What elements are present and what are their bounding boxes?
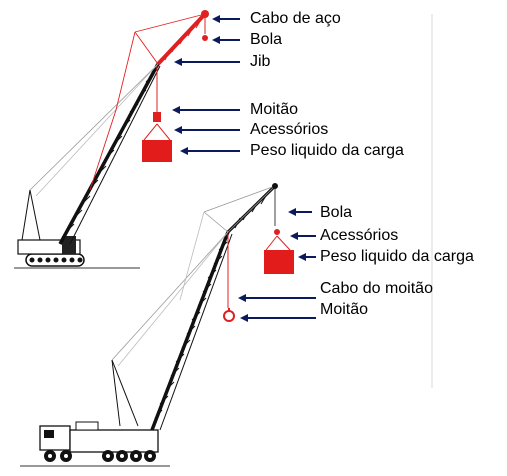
label-peso-liquido: Peso liquido da carga [250, 142, 404, 159]
label-moitao: Moitão [250, 101, 299, 118]
label-bola: Bola [250, 31, 283, 48]
truck-body [69, 429, 159, 453]
crawler-crane [14, 10, 209, 269]
arrow-acessorios-lower [290, 232, 316, 240]
label-acessorios: Acessórios [250, 121, 329, 138]
ball-hook [202, 35, 208, 41]
arrow-bola [212, 36, 240, 44]
label-jib: Jib [250, 53, 271, 70]
label-cabo-do-moitao: Cabo do moitão [320, 280, 433, 297]
ball-hook-lower [274, 229, 280, 235]
label-cabo-de-aco: Cabo de aço [250, 10, 341, 27]
truck-crane [20, 183, 294, 467]
arrow-jib [174, 58, 240, 66]
arrow-moitao [172, 106, 240, 114]
arrow-cabo-do-moitao [238, 294, 316, 302]
label-acessorios-lower: Acessórios [320, 227, 399, 244]
arrow-peso [180, 147, 240, 155]
arrow-moitao-lower [240, 314, 316, 322]
hook-block-lower [223, 310, 235, 322]
arrow-peso-lower [298, 253, 316, 261]
arrow-bola-lower [288, 208, 312, 216]
label-bola-lower: Bola [320, 204, 353, 221]
label-moitao-lower: Moitão [320, 301, 369, 318]
arrow-cabo-de-aco [212, 15, 240, 23]
load-box [142, 140, 172, 162]
arrow-acessorios [174, 126, 240, 134]
hook-block [153, 112, 161, 122]
load-box-lower [264, 250, 294, 274]
label-peso-liquido-lower: Peso liquido da carga [320, 248, 474, 265]
